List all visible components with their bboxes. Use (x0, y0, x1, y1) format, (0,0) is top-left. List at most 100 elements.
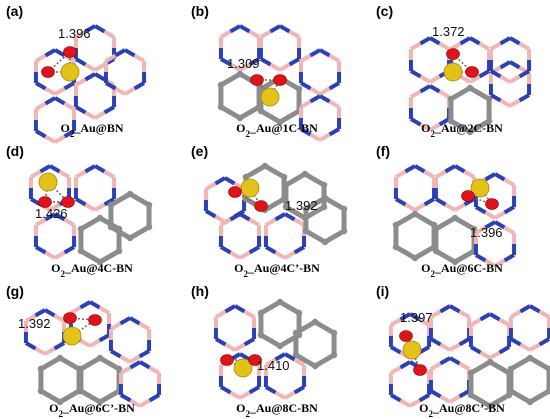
b-n-bond (53, 250, 66, 260)
b-n-bond (104, 81, 117, 91)
b-n-bond (93, 202, 106, 212)
carbon-atom (545, 365, 550, 373)
b-n-bond (399, 360, 411, 370)
b-n-bond (519, 304, 532, 314)
c-c-bond (258, 332, 283, 349)
b-n-bond (389, 365, 402, 375)
c-c-bond (312, 352, 337, 369)
b-n-bond (224, 342, 236, 352)
b-n-bond (74, 169, 87, 179)
b-n-bond (293, 217, 306, 227)
b-n-bond (518, 41, 531, 51)
b-n-bond (418, 393, 431, 403)
oxygen-atom (63, 312, 77, 324)
b-n-bond (84, 24, 96, 34)
o2-au-adsorbate (250, 74, 287, 107)
b-n-bond (44, 48, 56, 58)
c-c-bond (433, 215, 458, 232)
carbon-atom (507, 365, 515, 373)
c-c-bond (38, 388, 63, 405)
c-c-bond (258, 299, 283, 316)
c-c-bond (312, 319, 337, 336)
c-c-bond (448, 118, 473, 135)
b-n-bond (429, 361, 442, 371)
panel-a: 1.396(a)O2_Au@BN (6, 3, 147, 144)
gold-atom (443, 62, 463, 82)
b-n-bond (44, 346, 56, 356)
carbon-atom (432, 247, 440, 255)
b-n-bond (259, 57, 272, 67)
b-n-bond (508, 60, 521, 70)
b-n-bond (224, 304, 236, 314)
b-n-bond (229, 390, 241, 400)
carbon-atom (451, 258, 459, 266)
carbon-atom (276, 118, 284, 126)
carbon-atom (96, 258, 104, 266)
b-n-bond (133, 53, 146, 63)
b-n-bond (44, 212, 56, 222)
b-n-bond (499, 74, 512, 84)
carbon-atom (526, 398, 534, 406)
o2-au-adsorbate (461, 178, 499, 210)
c-c-bond (237, 104, 262, 121)
b-n-bond (503, 225, 516, 235)
b-n-bond (458, 309, 471, 319)
oxygen-atom (399, 330, 413, 342)
b-n-bond (148, 393, 161, 403)
c-c-bond (487, 359, 512, 376)
b-n-bond (474, 253, 487, 263)
b-n-bond (269, 24, 281, 34)
b-n-bond (318, 132, 331, 142)
carbon-atom (330, 351, 338, 359)
b-n-bond (404, 202, 416, 212)
b-n-bond (508, 74, 521, 84)
b-n-bond (138, 349, 151, 359)
b-n-bond (428, 84, 441, 94)
c-c-bond (277, 299, 302, 316)
b-n-bond (508, 98, 521, 108)
b-n-bond (248, 245, 261, 255)
carbon-atom (470, 225, 478, 233)
b-n-bond (489, 41, 502, 51)
b-n-bond (538, 309, 550, 319)
carbon-atom (257, 107, 265, 115)
b-n-bond (468, 36, 481, 46)
b-n-bond (34, 217, 47, 227)
c-c-bond (108, 224, 133, 241)
b-n-bond (44, 308, 56, 318)
oxygen-atom (446, 48, 460, 60)
b-n-bond (428, 36, 441, 46)
b-n-bond (219, 385, 232, 395)
b-n-bond (243, 337, 256, 347)
carbon-atom (37, 365, 45, 373)
b-n-bond (88, 338, 101, 348)
hex-sheet (203, 162, 348, 260)
carbon-atom (311, 318, 319, 326)
b-n-bond (509, 309, 522, 319)
c-c-bond (218, 104, 243, 121)
bond-length-label: 1.372 (432, 24, 465, 39)
b-n-bond (214, 176, 226, 186)
b-n-bond (58, 169, 71, 179)
c-c-bond (487, 392, 512, 409)
b-n-bond (499, 36, 512, 46)
c-c-bond (283, 204, 308, 221)
b-n-bond (44, 250, 56, 260)
panel-label: (b) (191, 3, 209, 19)
c-c-bond (508, 355, 533, 372)
b-n-bond (493, 258, 506, 268)
b-n-bond (328, 127, 341, 137)
b-n-bond (439, 356, 451, 366)
panel-caption: O2_Au@2C-BN (421, 121, 503, 139)
c-c-bond (448, 85, 473, 102)
b-n-bond (498, 345, 511, 355)
b-n-bond (229, 250, 241, 260)
b-n-bond (129, 360, 142, 370)
oxygen-atom (248, 354, 262, 366)
c-c-bond (322, 228, 347, 245)
oxygen-atom (61, 196, 75, 208)
b-n-bond (493, 210, 506, 220)
b-n-bond (479, 312, 491, 322)
panel-caption: O2_Au@6C-BN (421, 261, 503, 279)
carbon-atom (320, 181, 328, 189)
